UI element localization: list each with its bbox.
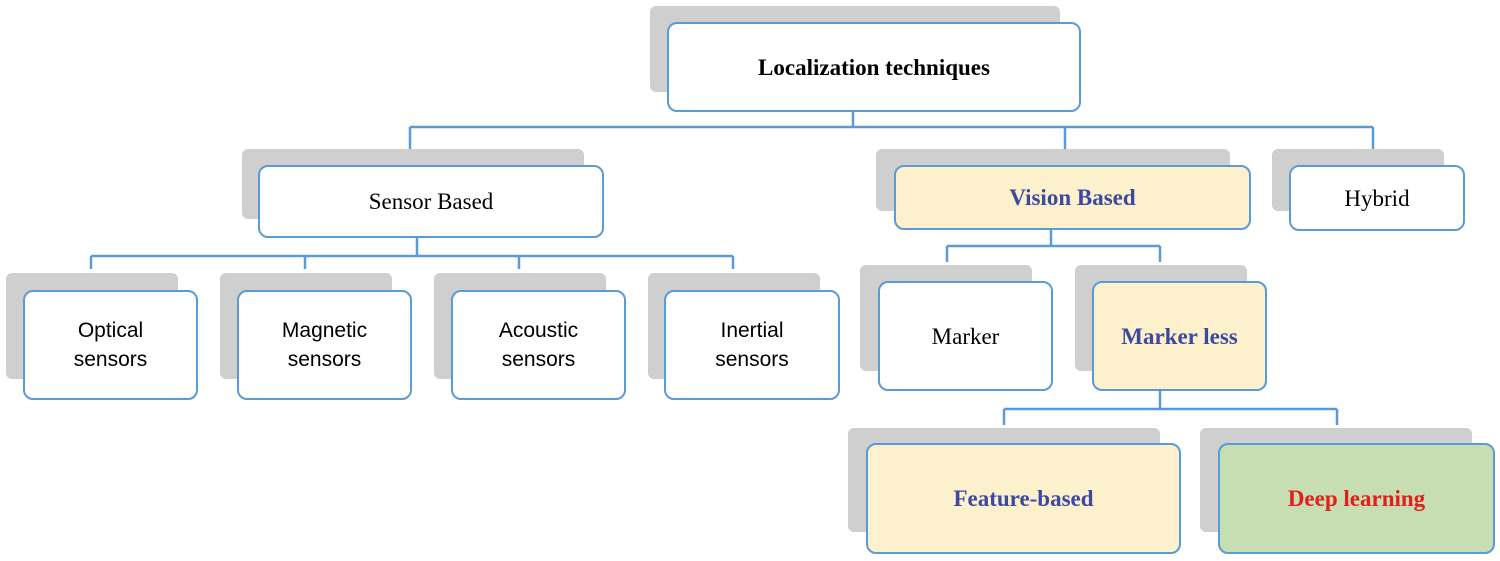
marker-less-label: Marker less	[1121, 323, 1238, 349]
acoustic-sensors-label: Acoustic sensors	[498, 319, 579, 371]
magnetic-sensors-node: Magnetic sensors	[237, 290, 412, 400]
hybrid-label: Hybrid	[1344, 185, 1410, 211]
root-label: Localization techniques	[758, 54, 990, 80]
deep-learning-label: Deep learning	[1287, 486, 1426, 511]
root-node: Localization techniques	[667, 22, 1081, 112]
connector-root	[408, 112, 1375, 165]
marker-less-node: Marker less	[1092, 281, 1267, 391]
marker-label: Marker	[931, 323, 1000, 349]
hybrid-node: Hybrid	[1289, 165, 1465, 231]
acoustic-sensors-node: Acoustic sensors	[451, 290, 626, 400]
connector-sensor-based	[89, 238, 735, 269]
optical-sensors-label: Optical sensors	[73, 319, 148, 371]
sensor-based-label: Sensor Based	[368, 189, 494, 214]
feature-based-node: Feature-based	[866, 443, 1181, 554]
vision-based-label: Vision Based	[1009, 185, 1136, 210]
connector-marker-less	[1002, 390, 1339, 425]
magnetic-sensors-label: Magnetic sensors	[281, 319, 368, 371]
vision-based-node: Vision Based	[894, 165, 1251, 230]
optical-sensors-node: Optical sensors	[23, 290, 198, 400]
inertial-sensors-node: Inertial sensors	[664, 290, 840, 400]
marker-node: Marker	[878, 281, 1053, 391]
sensor-based-node: Sensor Based	[258, 165, 604, 238]
feature-based-label: Feature-based	[953, 486, 1094, 511]
inertial-sensors-label: Inertial sensors	[715, 319, 789, 371]
deep-learning-node: Deep learning	[1218, 443, 1495, 554]
connector-vision-based	[945, 230, 1162, 262]
